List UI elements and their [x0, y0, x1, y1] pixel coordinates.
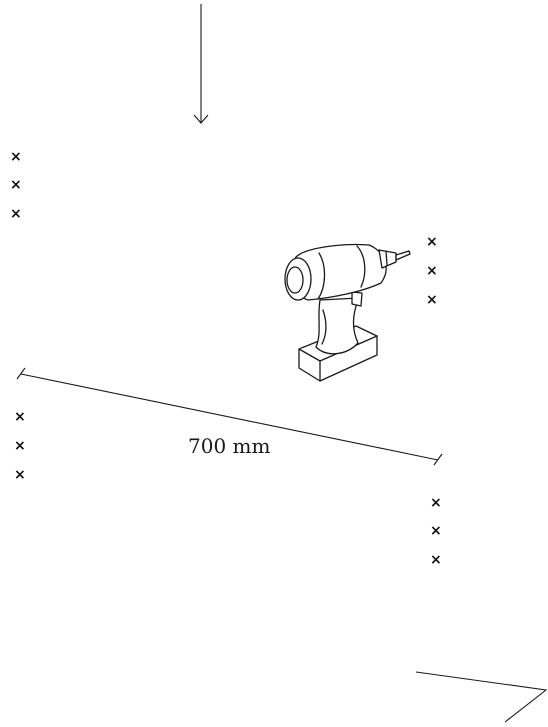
marker: ×: [430, 523, 442, 539]
marks-mid-left: × × ×: [14, 409, 26, 483]
marker: ×: [10, 177, 22, 193]
cordless-drill-icon: [284, 243, 411, 382]
marker: ×: [430, 552, 442, 568]
marker: ×: [10, 206, 22, 222]
marks-top-left: × × ×: [10, 149, 22, 222]
dimension-label: 700 mm: [188, 434, 270, 458]
marker: ×: [426, 292, 438, 308]
marker: ×: [14, 467, 26, 483]
marks-drill-right: × × ×: [426, 234, 438, 308]
marker: ×: [14, 409, 26, 425]
marker: ×: [10, 149, 22, 165]
marker: ×: [14, 438, 26, 454]
marks-bottom-right: × × ×: [430, 495, 442, 568]
marker: ×: [430, 495, 442, 511]
marker: ×: [426, 263, 438, 279]
marker: ×: [426, 234, 438, 250]
down-arrow-icon: [193, 4, 209, 124]
dimension-line: [16, 367, 443, 466]
panel-edge: [415, 671, 548, 723]
